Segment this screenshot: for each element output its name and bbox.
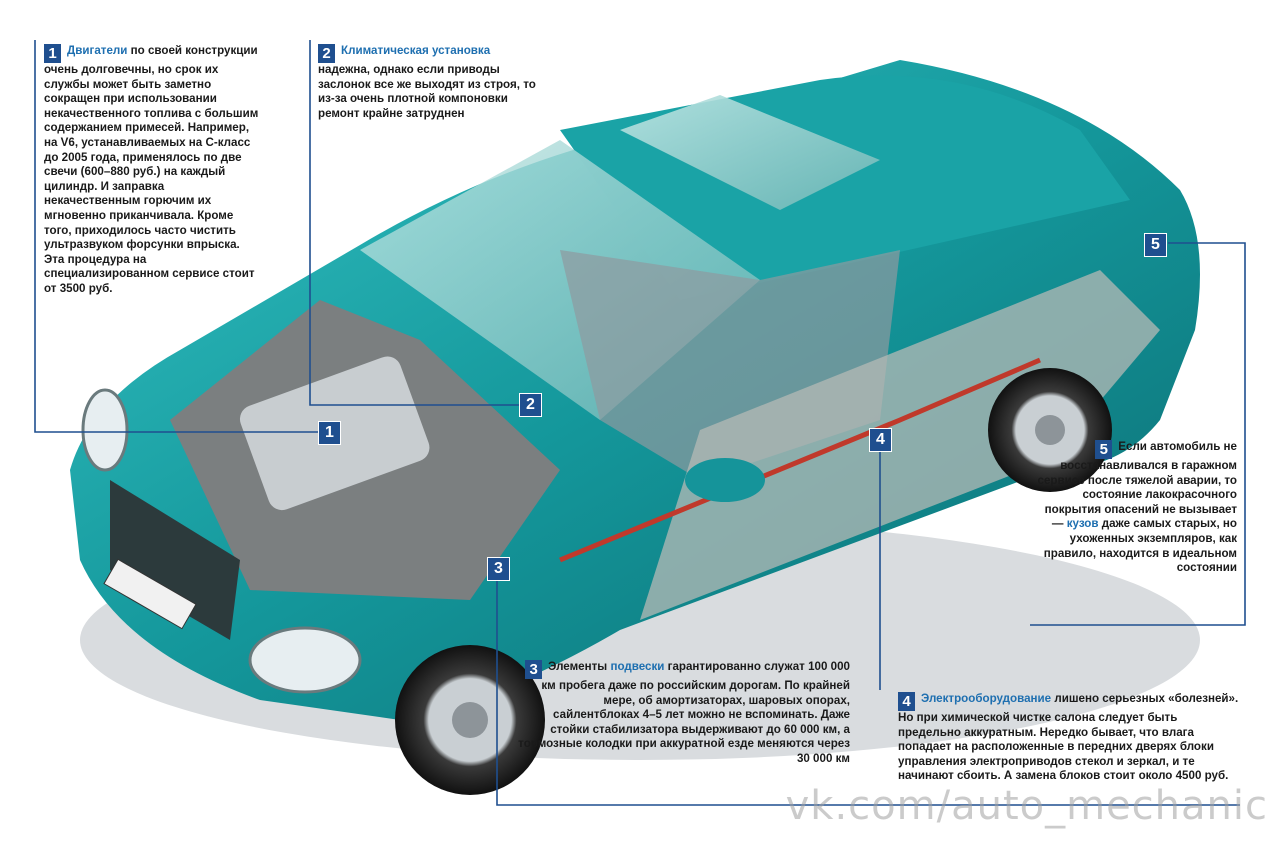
callout-climate: 2 Климатическая установка надежна, однако… [318,44,536,121]
callout-suspension: 3 Элементы подвески гарантированно служат… [515,660,850,767]
callout-number: 5 [1095,440,1113,459]
sunroof [620,95,880,210]
marker-2: 2 [519,393,542,417]
callout-text-before: Элементы [548,660,611,673]
callout-text: лишено серьезных «болезней». Но при хими… [898,692,1239,783]
marker-1: 1 [318,421,341,445]
leader-lines [34,40,1246,806]
callout-keyword: Двигатели [67,44,128,57]
callout-text: надежна, однако если приводы заслонок вс… [318,63,536,120]
callout-text: даже самых старых, но ухоженных экземпля… [1043,517,1237,575]
wiring [559,357,1041,563]
callout-number: 2 [318,44,335,63]
callout-electrical: 4 Электрооборудование лишено серьезных «б… [898,692,1243,784]
grille [110,480,240,640]
callout-keyword: Электрооборудование [921,692,1052,705]
marker-5: 5 [1144,233,1167,257]
watermark: vk.com/auto_mechanic [785,783,1268,829]
marker-4: 4 [869,428,892,452]
callout-keyword: Климатическая установка [341,44,491,57]
callout-number: 4 [898,692,915,711]
callout-text: по своей конструкции очень долговечны, н… [44,44,259,295]
left-headlight [81,388,129,472]
callout-engines: 1 Двигатели по своей конструкции очень до… [44,44,262,297]
license-plate [103,558,197,630]
callout-text: гарантированно служат 100 000 км пробега… [518,660,850,765]
callout-number: 1 [44,44,61,63]
side-mirror [685,458,765,502]
callout-text-before: Если автомобиль не восстанавливался в га… [1037,440,1237,531]
callout-keyword: кузов [1066,517,1099,531]
marker-3: 3 [487,557,510,581]
right-headlight [248,626,362,694]
callout-number: 3 [525,660,543,679]
callout-keyword: подвески [610,660,665,673]
side-cutaway [640,270,1160,620]
